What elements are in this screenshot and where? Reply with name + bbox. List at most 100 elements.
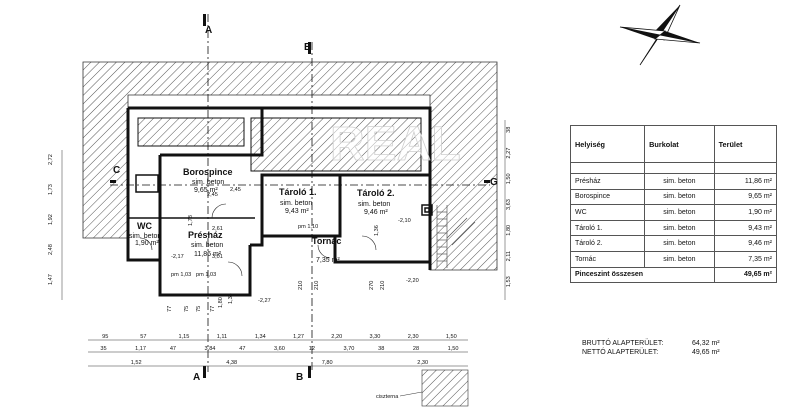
axis-label-g: G	[490, 177, 498, 188]
dimension-col-left: 2,721,731,922,481,47	[48, 154, 54, 285]
dimension-text: 1,36	[228, 293, 234, 304]
watermark: REAL	[330, 118, 461, 171]
dimension-text: 1,50	[448, 346, 459, 352]
brutto-row: BRUTTÓ ALAPTERÜLET: 64,32 m²	[582, 340, 752, 349]
dimension-text: 1,27	[293, 334, 304, 340]
header-area: Terület	[713, 125, 778, 163]
netto-value: 49,65 m²	[692, 348, 720, 356]
dimension-text: 1,47	[48, 274, 54, 285]
dimension-text: 57	[140, 334, 146, 340]
dimension-text: 2,72	[48, 154, 54, 165]
room-name-borospince: Borospince	[183, 167, 233, 177]
brutto-label: BRUTTÓ ALAPTERÜLET:	[582, 340, 664, 347]
dimension-text: 1,11	[217, 334, 227, 340]
room-area-taroló2: 9,46 m²	[364, 209, 388, 216]
dimension-text: 1,80	[218, 297, 224, 308]
soil-hatch-top-wall	[137, 117, 245, 147]
total-label: Pinceszint összesen	[570, 266, 715, 284]
north-arrow-icon	[619, 4, 701, 66]
table-cell-area: 7,35 m²	[713, 250, 778, 268]
table-cell-floor: sim. beton	[644, 250, 715, 268]
section-markers	[110, 14, 490, 378]
dimension-text: 1,17	[135, 346, 146, 352]
dimension-text: -2,10	[398, 218, 411, 224]
label-pm-103: pm 1,03	[171, 272, 191, 278]
dimension-text: 1,50	[506, 173, 512, 184]
dimension-text: 35	[100, 346, 106, 352]
dimension-text: 210	[314, 281, 320, 290]
room-area-taroló1: 9,43 m²	[285, 208, 309, 215]
dimension-text: 28	[413, 346, 419, 352]
door-swings	[139, 203, 377, 277]
dimension-text: 2,61	[212, 226, 223, 232]
table-cell-floor: sim. beton	[644, 204, 715, 221]
header-floor: Burkolat	[644, 125, 715, 163]
dimension-text: 2,11	[506, 251, 512, 261]
table-cell-area: 1,90 m²	[713, 204, 778, 221]
room-name-tornac: Tornác	[312, 236, 341, 246]
table-cell-floor: sim. beton	[644, 219, 715, 237]
label-pm-110: pm 1,10	[298, 224, 318, 230]
dimension-text: 1,53	[506, 276, 512, 287]
section-lines	[110, 14, 490, 372]
cistern	[421, 369, 469, 407]
table-cell-room: Tornác	[569, 250, 646, 268]
room-area-borospince: 9,65 m²	[194, 187, 218, 194]
table-cell-area: 9,65 m²	[713, 188, 778, 206]
table-cell-room: Tároló 1.	[569, 219, 646, 237]
dimension-text: 2,48	[48, 244, 54, 255]
dimension-text: 3,70	[343, 346, 354, 352]
brutto-value: 64,32 m²	[692, 340, 720, 347]
table-header-row: Helyiség Burkolat Terület	[569, 125, 778, 163]
dimension-text: 1,78	[188, 215, 194, 226]
dimension-text: -2,17	[171, 254, 184, 260]
dimension-text: 210	[380, 281, 386, 290]
dimension-text: 2,20	[331, 334, 342, 340]
dimension-text: 47	[239, 346, 245, 352]
dimension-text: 38	[378, 346, 384, 352]
dimension-text: 1,50	[446, 334, 457, 340]
table-cell-floor: sim. beton	[644, 188, 715, 206]
netto-row: NETTÓ ALAPTERÜLET: 49,65 m²	[582, 349, 752, 358]
room-floor-wc: sim. beton	[129, 233, 161, 240]
dimension-text: 2,45	[230, 187, 241, 193]
dimension-text: 75	[196, 306, 202, 312]
table-cell-area: 9,46 m²	[713, 235, 778, 252]
label-pm-103b: pm 1,03	[196, 272, 216, 278]
dimension-text: 1,34	[255, 334, 266, 340]
header-room: Helyiség	[569, 125, 646, 163]
dimension-text: 75	[184, 306, 190, 312]
axis-label-c: C	[113, 165, 120, 176]
table-cell-room: Borospince	[569, 188, 646, 206]
dimension-text: 2,27	[506, 148, 512, 159]
dimension-text: 47	[170, 346, 176, 352]
room-floor-taroló2: sim. beton	[358, 201, 390, 208]
soil-hatch	[82, 61, 498, 271]
dimension-text: 3,84	[205, 346, 216, 352]
room-name-taroló1: Tároló 1.	[279, 187, 317, 197]
dimension-text: 77	[167, 306, 173, 312]
dimension-text: 38	[506, 127, 512, 133]
inner-walls	[128, 174, 433, 219]
total-area: 49,65 m²	[713, 266, 778, 284]
dimension-text: 95	[102, 334, 108, 340]
table-spacer-row	[569, 162, 778, 174]
room-area-preshaz: 11,86 m²	[194, 251, 222, 258]
table-cell-area: 9,43 m²	[713, 219, 778, 237]
dimension-text: 1,92	[48, 214, 54, 225]
dimension-text: 2,45	[207, 192, 218, 198]
table-cell-area: 11,86 m²	[713, 173, 778, 190]
axis-label-b-top: B	[304, 42, 311, 53]
dimension-text: 7,80	[322, 360, 333, 366]
room-floor-taroló1: sim. beton	[280, 200, 312, 207]
dimension-lines	[61, 120, 506, 367]
dimension-text: 1,15	[179, 334, 190, 340]
dimension-text: 4,38	[226, 360, 237, 366]
table-cell-room: Présház	[569, 173, 646, 190]
dimension-text: 77	[210, 306, 216, 312]
